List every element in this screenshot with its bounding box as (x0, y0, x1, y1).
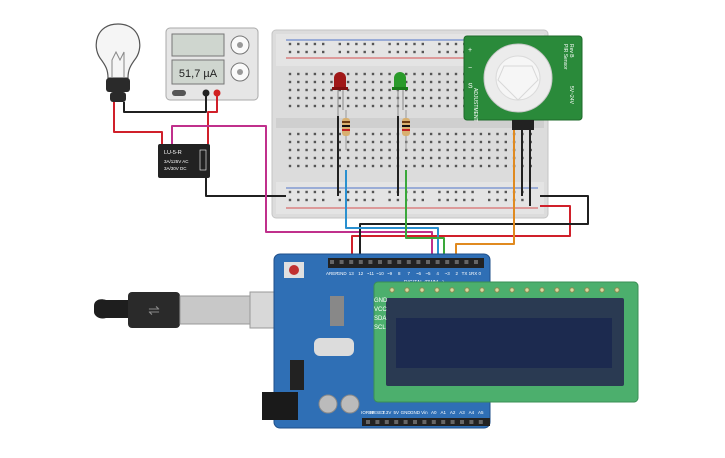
header-pin (349, 260, 354, 264)
header-bottom-label: A5 (478, 410, 484, 415)
header-bottom-label: A3 (459, 410, 465, 415)
lcd-pin-gnd: GND (374, 298, 388, 304)
header-bottom-label: Vin (421, 410, 428, 415)
header-pin (445, 260, 450, 264)
pir-pin-minus: − (468, 65, 472, 72)
header-pin (330, 260, 334, 264)
header-pin (375, 420, 380, 424)
lcd-pin-holes (389, 287, 620, 293)
relay-model-label: LU-5-R (164, 150, 182, 156)
power-supply-readout: 51,7 µA (179, 68, 218, 80)
header-pin (339, 260, 344, 264)
header-pin (413, 420, 417, 424)
header-bottom-label: 5V (393, 410, 399, 415)
header-pin (431, 420, 436, 424)
header-pin (464, 260, 469, 264)
red-led (332, 72, 348, 116)
header-pin (394, 420, 399, 424)
pir-voltage: 5V~24V (568, 86, 574, 105)
header-top-label: TX 1 (462, 271, 472, 276)
lcd-display: GND VCC SDA SCL (373, 281, 639, 403)
header-bottom-label: 3.3V (382, 410, 391, 415)
resistor-1 (342, 110, 350, 150)
header-top-label: ~10 (376, 271, 384, 276)
header-pin (422, 420, 427, 424)
pir-rev: Rev B (568, 44, 574, 58)
header-pin (397, 260, 402, 264)
relay-rating-dc: 3A/30V DC (164, 166, 187, 171)
header-pin (368, 260, 373, 264)
header-top-label: ~11 (367, 271, 375, 276)
header-pin (403, 420, 408, 424)
header-pin (450, 420, 455, 424)
lcd-pin-scl: SCL (374, 325, 386, 331)
header-top-label: ~3 (445, 271, 451, 276)
header-top-label: 4 (436, 271, 439, 276)
header-bottom-label: IOREF (361, 410, 375, 415)
header-top-label: GND (337, 271, 348, 276)
header-top-label: ~9 (387, 271, 393, 276)
pir-adjustment: ADJUSTMENT (472, 88, 478, 122)
header-top-label: RX 0 (471, 271, 482, 276)
header-top-label: ~5 (425, 271, 431, 276)
relay-rating-ac: 3A/125V AC (164, 159, 189, 164)
header-pin (406, 260, 411, 264)
header-top-label: 2 (456, 271, 459, 276)
header-pin (378, 260, 382, 264)
lcd-pin-sda: SDA (374, 316, 386, 322)
relay: LU-5-R 3A/125V AC 3A/30V DC (158, 144, 210, 178)
header-top-label: 13 (349, 271, 355, 276)
header-top-label: 7 (408, 271, 411, 276)
header-bottom-label: RESET (370, 410, 385, 415)
header-top-label: AREF (326, 271, 338, 276)
header-pin (460, 420, 464, 424)
header-top-label: 12 (358, 271, 364, 276)
power-supply: 51,7 µA (165, 27, 259, 101)
header-bottom-label: A1 (440, 410, 446, 415)
header-pin (366, 420, 370, 424)
light-bulb (95, 23, 141, 102)
header-pin (441, 420, 446, 424)
resistor-2 (402, 110, 410, 150)
lcd-pin-vcc: VCC (374, 307, 387, 313)
header-bottom-label: A2 (450, 410, 456, 415)
header-pin (435, 260, 440, 264)
header-bottom-label: A0 (431, 410, 437, 415)
header-bottom-label: A4 (469, 410, 475, 415)
header-top-label: 8 (398, 271, 401, 276)
pir-pin-plus: + (468, 47, 472, 54)
header-pin (384, 420, 389, 424)
header-pin (387, 260, 392, 264)
header-top-label: ~6 (416, 271, 422, 276)
header-pin (358, 260, 363, 264)
header-pin (474, 260, 478, 264)
header-bottom-label: GND (401, 410, 412, 415)
header-pin (478, 420, 483, 424)
header-pin (454, 260, 459, 264)
pir-title: PIR Sensor (562, 44, 568, 70)
pir-sensor: PIR Sensor Rev B 5V~24V ADJUSTMENT + − S (463, 35, 583, 130)
header-bottom-label: GND (410, 410, 421, 415)
header-pin (426, 260, 430, 264)
usb-icon: ⇌ (148, 302, 160, 318)
header-pin (469, 420, 474, 424)
header-pin (416, 260, 421, 264)
pir-pin-s: S (468, 83, 473, 90)
green-led (392, 72, 408, 116)
